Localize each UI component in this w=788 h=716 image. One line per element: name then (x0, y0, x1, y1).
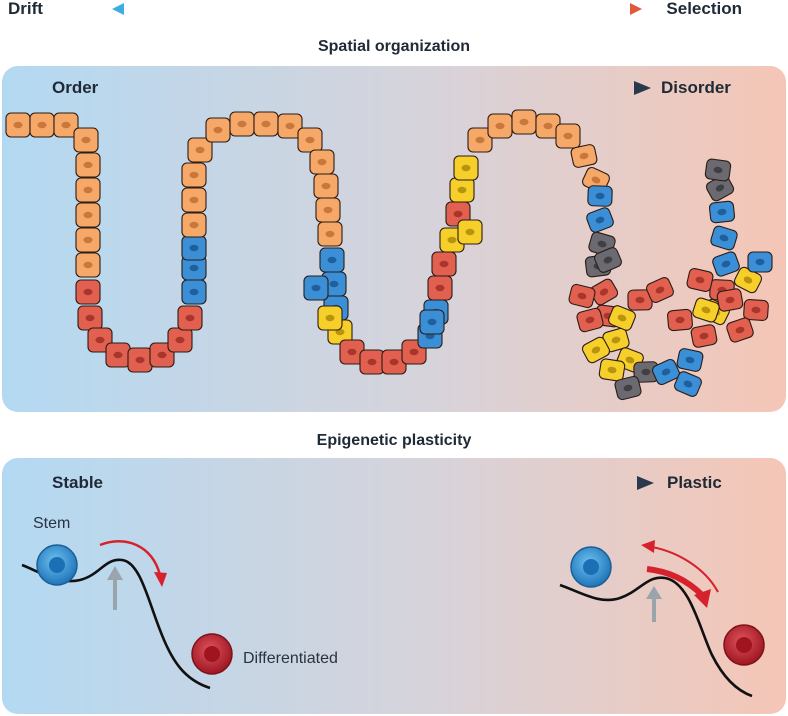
epithelial-cell (667, 308, 693, 332)
epigenetic-title: Epigenetic plasticity (316, 432, 472, 449)
epithelial-cell (449, 177, 475, 203)
epithelial-cell (75, 152, 101, 178)
epithelial-cell (181, 235, 207, 261)
epithelial-cell (453, 155, 479, 181)
epithelial-cell (167, 327, 193, 353)
epithelial-cell (686, 268, 714, 292)
epithelial-cell (181, 279, 207, 305)
epithelial-cell (708, 200, 736, 224)
stem-cell-icon (36, 544, 78, 586)
epithelial-cell (576, 307, 604, 333)
epithelial-cell (181, 162, 207, 188)
red-return-arrow-icon (651, 546, 719, 593)
epithelial-cell (712, 251, 740, 277)
epithelial-cell (187, 137, 213, 163)
differentiated-cell-icon (723, 624, 765, 666)
epithelial-cell (359, 349, 385, 375)
differentiated-label: Differentiated (243, 650, 338, 667)
stem-cell-icon (570, 546, 612, 588)
epithelial-cell (309, 149, 335, 175)
epithelial-cell (651, 358, 681, 386)
epithelial-cell (676, 348, 704, 372)
epithelial-cell (581, 336, 611, 364)
epithelial-cell (726, 317, 754, 343)
epithelial-cell (598, 358, 626, 382)
epithelial-cell (127, 347, 153, 373)
stem-label: Stem (33, 515, 71, 532)
differentiated-cell-icon (191, 633, 233, 675)
epithelial-cell (747, 251, 773, 273)
epithelial-cell (105, 342, 131, 368)
epithelial-cell (427, 275, 453, 301)
stable-label: Stable (52, 473, 104, 492)
epithelial-cell (75, 202, 101, 228)
epithelial-cell (646, 277, 674, 303)
epithelial-cell (467, 127, 493, 153)
epithelial-cell (487, 113, 513, 139)
epithelial-cell (733, 266, 763, 294)
epithelial-cell (743, 298, 769, 322)
epithelial-cell (313, 173, 339, 199)
epithelial-cell (692, 297, 720, 323)
epithelial-cell (75, 227, 101, 253)
epithelial-cell (205, 117, 231, 143)
epithelial-cell (77, 305, 103, 331)
epithelial-cell (181, 212, 207, 238)
epithelial-cell (75, 177, 101, 203)
epithelial-cell (29, 112, 55, 138)
epithelial-cell (608, 305, 636, 331)
epithelial-cell (5, 112, 31, 138)
epithelial-cell (339, 339, 365, 365)
stable-landscape (21, 540, 233, 690)
epithelial-cell (317, 221, 343, 247)
epithelial-cell (319, 247, 345, 273)
epithelial-cell (317, 305, 343, 331)
epithelial-cell (587, 185, 613, 207)
epithelial-cell (674, 371, 702, 397)
epithelial-cell (594, 247, 622, 273)
epithelial-cell (710, 225, 738, 251)
red-arrow-icon (99, 540, 162, 576)
epithelial-cell (75, 279, 101, 305)
epithelial-cell (568, 283, 596, 309)
spatial-title: Spatial organization (317, 38, 470, 55)
epithelial-cell (419, 309, 445, 335)
epithelial-cell (511, 109, 537, 135)
epithelial-cell (614, 375, 642, 401)
epithelial-cell (627, 289, 653, 311)
epithelial-cell (181, 255, 207, 281)
drift-label: Drift (8, 0, 43, 18)
selection-label: Selection (666, 0, 742, 18)
epithelial-cell (690, 324, 718, 348)
epithelium-illustration (5, 109, 773, 401)
red-arrow-icon (646, 566, 705, 598)
epithelial-cell (181, 187, 207, 213)
plastic-landscape (559, 540, 765, 698)
plastic-label: Plastic (667, 473, 722, 492)
epithelial-cell (53, 112, 79, 138)
epithelial-cell (277, 113, 303, 139)
epithelial-cell (704, 158, 732, 182)
epithelial-cell (431, 251, 457, 277)
epithelial-cell (445, 201, 471, 227)
epithelial-cell (586, 207, 614, 233)
epithelial-cell (303, 275, 329, 301)
epithelial-cell (297, 127, 323, 153)
epithelial-cell (716, 288, 744, 312)
order-label: Order (52, 78, 99, 97)
epithelial-cell (177, 305, 203, 331)
epithelial-cell (73, 127, 99, 153)
epithelial-cell (253, 111, 279, 137)
epithelial-cell (570, 144, 598, 168)
epithelial-cell (457, 219, 483, 245)
epithelial-cell (315, 197, 341, 223)
epithelial-cell (229, 111, 255, 137)
epithelial-cell (75, 252, 101, 278)
epigenetic-panel (2, 458, 786, 714)
epithelial-cell (555, 123, 581, 149)
epithelial-cell (589, 278, 619, 306)
disorder-label: Disorder (661, 78, 731, 97)
epithelial-cell (535, 113, 561, 139)
